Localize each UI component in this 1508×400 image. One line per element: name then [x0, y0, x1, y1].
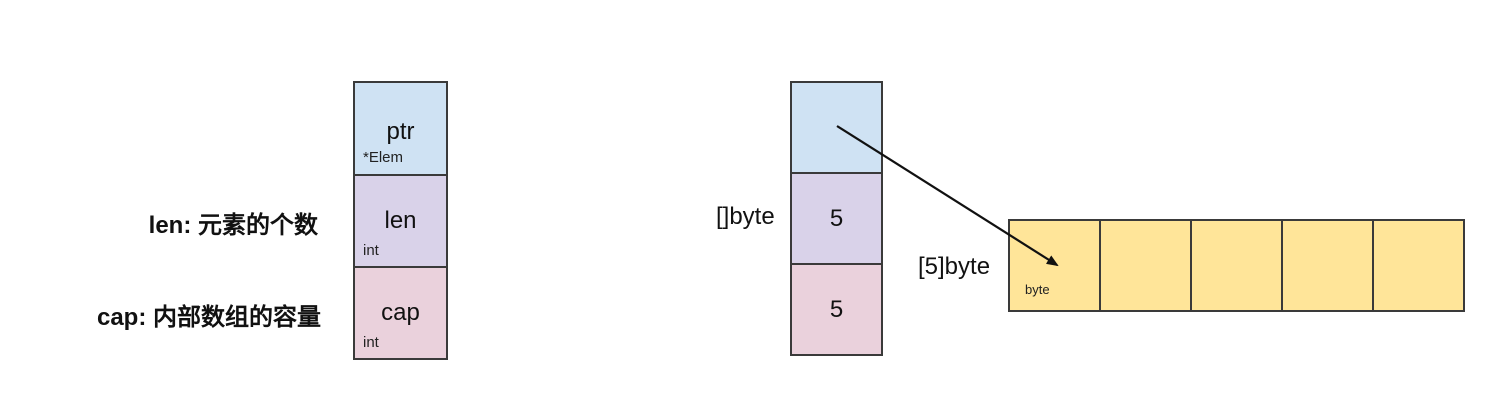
slice-len-cell: 5 — [790, 172, 883, 266]
slice-cap-value: 5 — [829, 296, 844, 323]
array-cell-type: byte — [1025, 282, 1050, 297]
len-field: len int — [353, 174, 448, 268]
cap-description: cap: 内部数组的容量 — [96, 304, 321, 331]
len-field-name: len — [384, 207, 417, 234]
ptr-field-name: ptr — [386, 118, 415, 145]
slice-len-value: 5 — [829, 205, 844, 232]
len-description: len: 元素的个数 — [148, 212, 318, 239]
ptr-field: ptr *Elem — [353, 81, 448, 176]
cap-field-name: cap — [381, 299, 420, 326]
len-field-type: int — [363, 242, 379, 259]
slice-type-label: []byte — [716, 203, 775, 230]
pointer-line — [836, 125, 1059, 267]
array-cell-3 — [1281, 219, 1375, 312]
slice-cap-cell: 5 — [790, 263, 883, 356]
cap-field: cap int — [353, 266, 448, 360]
array-cell-4 — [1372, 219, 1465, 312]
cap-field-type: int — [363, 334, 379, 351]
array-cell-2 — [1190, 219, 1284, 312]
ptr-field-type: *Elem — [363, 149, 404, 166]
slice-ptr-cell — [790, 81, 883, 176]
array-type-label: [5]byte — [918, 253, 991, 280]
